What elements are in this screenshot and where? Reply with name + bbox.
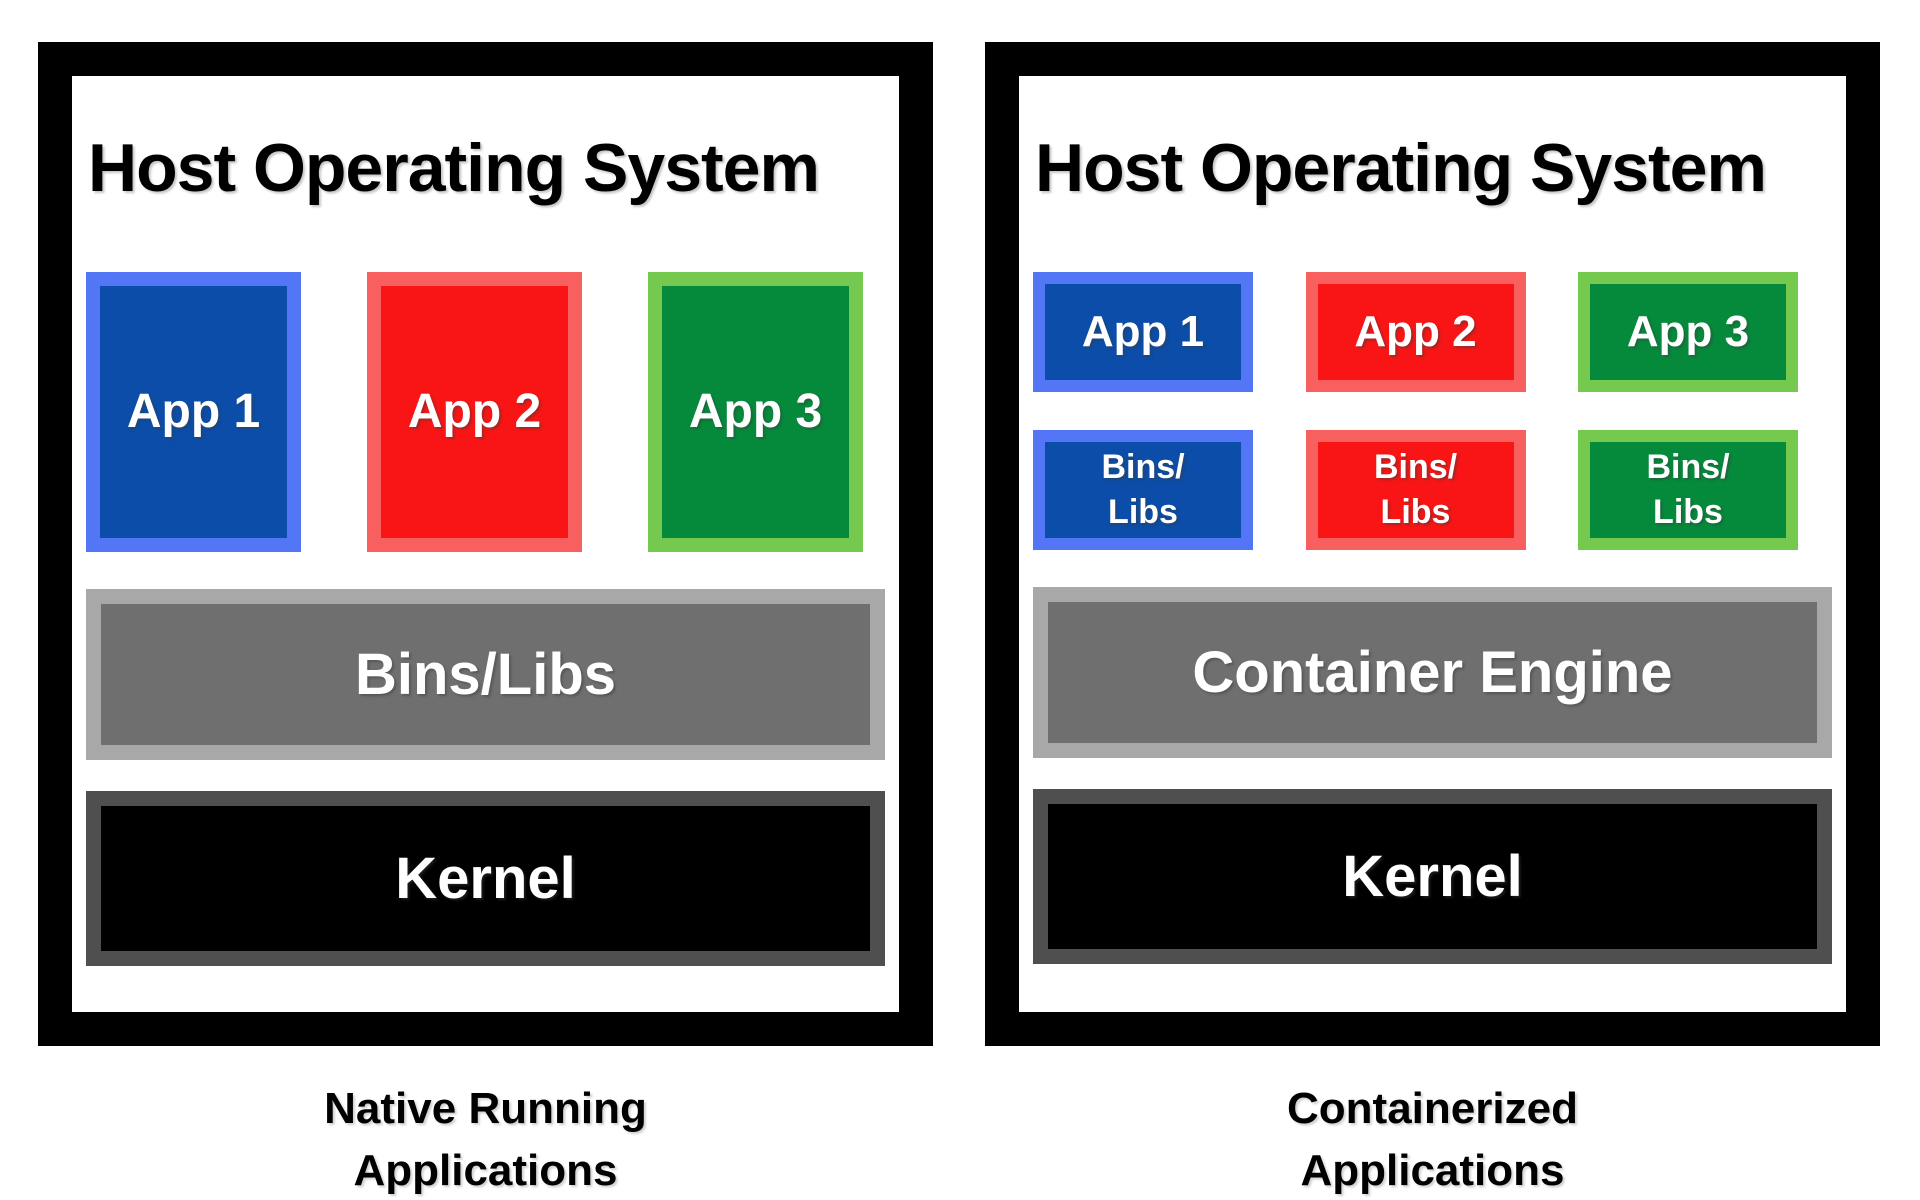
- native-caption-line1: Native Running: [324, 1084, 647, 1133]
- containerized-app-2-label: App 2: [1354, 306, 1477, 356]
- native-caption-line2: Applications: [353, 1146, 618, 1196]
- containerized-kernel-bar: Kernel: [1033, 788, 1832, 964]
- native-app-2-box: App 2: [367, 271, 582, 552]
- native-app-2-label: App 2: [407, 385, 542, 439]
- native-bins-libs-label: Bins/Libs: [354, 641, 617, 707]
- native-app-1-label: App 1: [126, 385, 261, 439]
- containerized-caption-line2: Applications: [1300, 1146, 1565, 1196]
- native-host-os-frame: Host Operating System App 1 App 2 App 3 …: [38, 42, 933, 1046]
- containerized-app-1-box: App 1: [1033, 271, 1253, 392]
- containerized-apps-row: App 1 App 2 App 3: [1033, 271, 1798, 392]
- native-apps-row: App 1 App 2 App 3: [86, 271, 863, 552]
- containerized-host-os-title: Host Operating System: [1035, 130, 1767, 206]
- bins-libs-3-line2: Libs: [1653, 492, 1723, 531]
- containerized-app-1-label: App 1: [1081, 306, 1205, 356]
- bins-libs-1-line2: Libs: [1108, 492, 1178, 531]
- bins-libs-2-box: Bins/ Libs: [1305, 429, 1526, 550]
- native-app-3-box: App 3: [648, 271, 863, 552]
- containerized-caption-line1: Containerized: [1287, 1084, 1578, 1133]
- bins-libs-2-line2: Libs: [1380, 492, 1451, 531]
- native-app-3-label: App 3: [688, 385, 823, 439]
- container-engine-bar: Container Engine: [1033, 586, 1832, 758]
- native-kernel-label: Kernel: [395, 845, 576, 911]
- bins-libs-2-line1: Bins/: [1373, 448, 1458, 487]
- native-bins-libs-bar: Bins/Libs: [86, 588, 885, 760]
- containerized-host-os-frame: Host Operating System App 1 App 2 App 3 …: [985, 42, 1880, 1046]
- containerized-kernel-label: Kernel: [1342, 843, 1523, 909]
- bins-libs-1-box: Bins/ Libs: [1033, 429, 1253, 550]
- container-engine-label: Container Engine: [1192, 639, 1673, 705]
- containerized-panel: Host Operating System App 1 App 2 App 3 …: [985, 42, 1880, 1200]
- native-panel: Host Operating System App 1 App 2 App 3 …: [38, 42, 933, 1200]
- containerized-bins-row: Bins/ Libs Bins/ Libs Bins/ Libs: [1033, 429, 1798, 550]
- containerized-app-3-box: App 3: [1578, 271, 1798, 392]
- native-caption: Native Running Applications: [324, 1078, 647, 1200]
- containerized-app-2-box: App 2: [1305, 271, 1526, 392]
- native-host-os-title: Host Operating System: [88, 130, 820, 206]
- native-app-1-box: App 1: [86, 271, 301, 552]
- bins-libs-3-line1: Bins/: [1646, 448, 1730, 487]
- containerized-app-3-label: App 3: [1626, 306, 1750, 356]
- bins-libs-3-box: Bins/ Libs: [1578, 429, 1798, 550]
- containerized-caption: Containerized Applications: [1287, 1078, 1578, 1200]
- bins-libs-1-line1: Bins/: [1101, 448, 1185, 487]
- native-kernel-bar: Kernel: [86, 790, 885, 966]
